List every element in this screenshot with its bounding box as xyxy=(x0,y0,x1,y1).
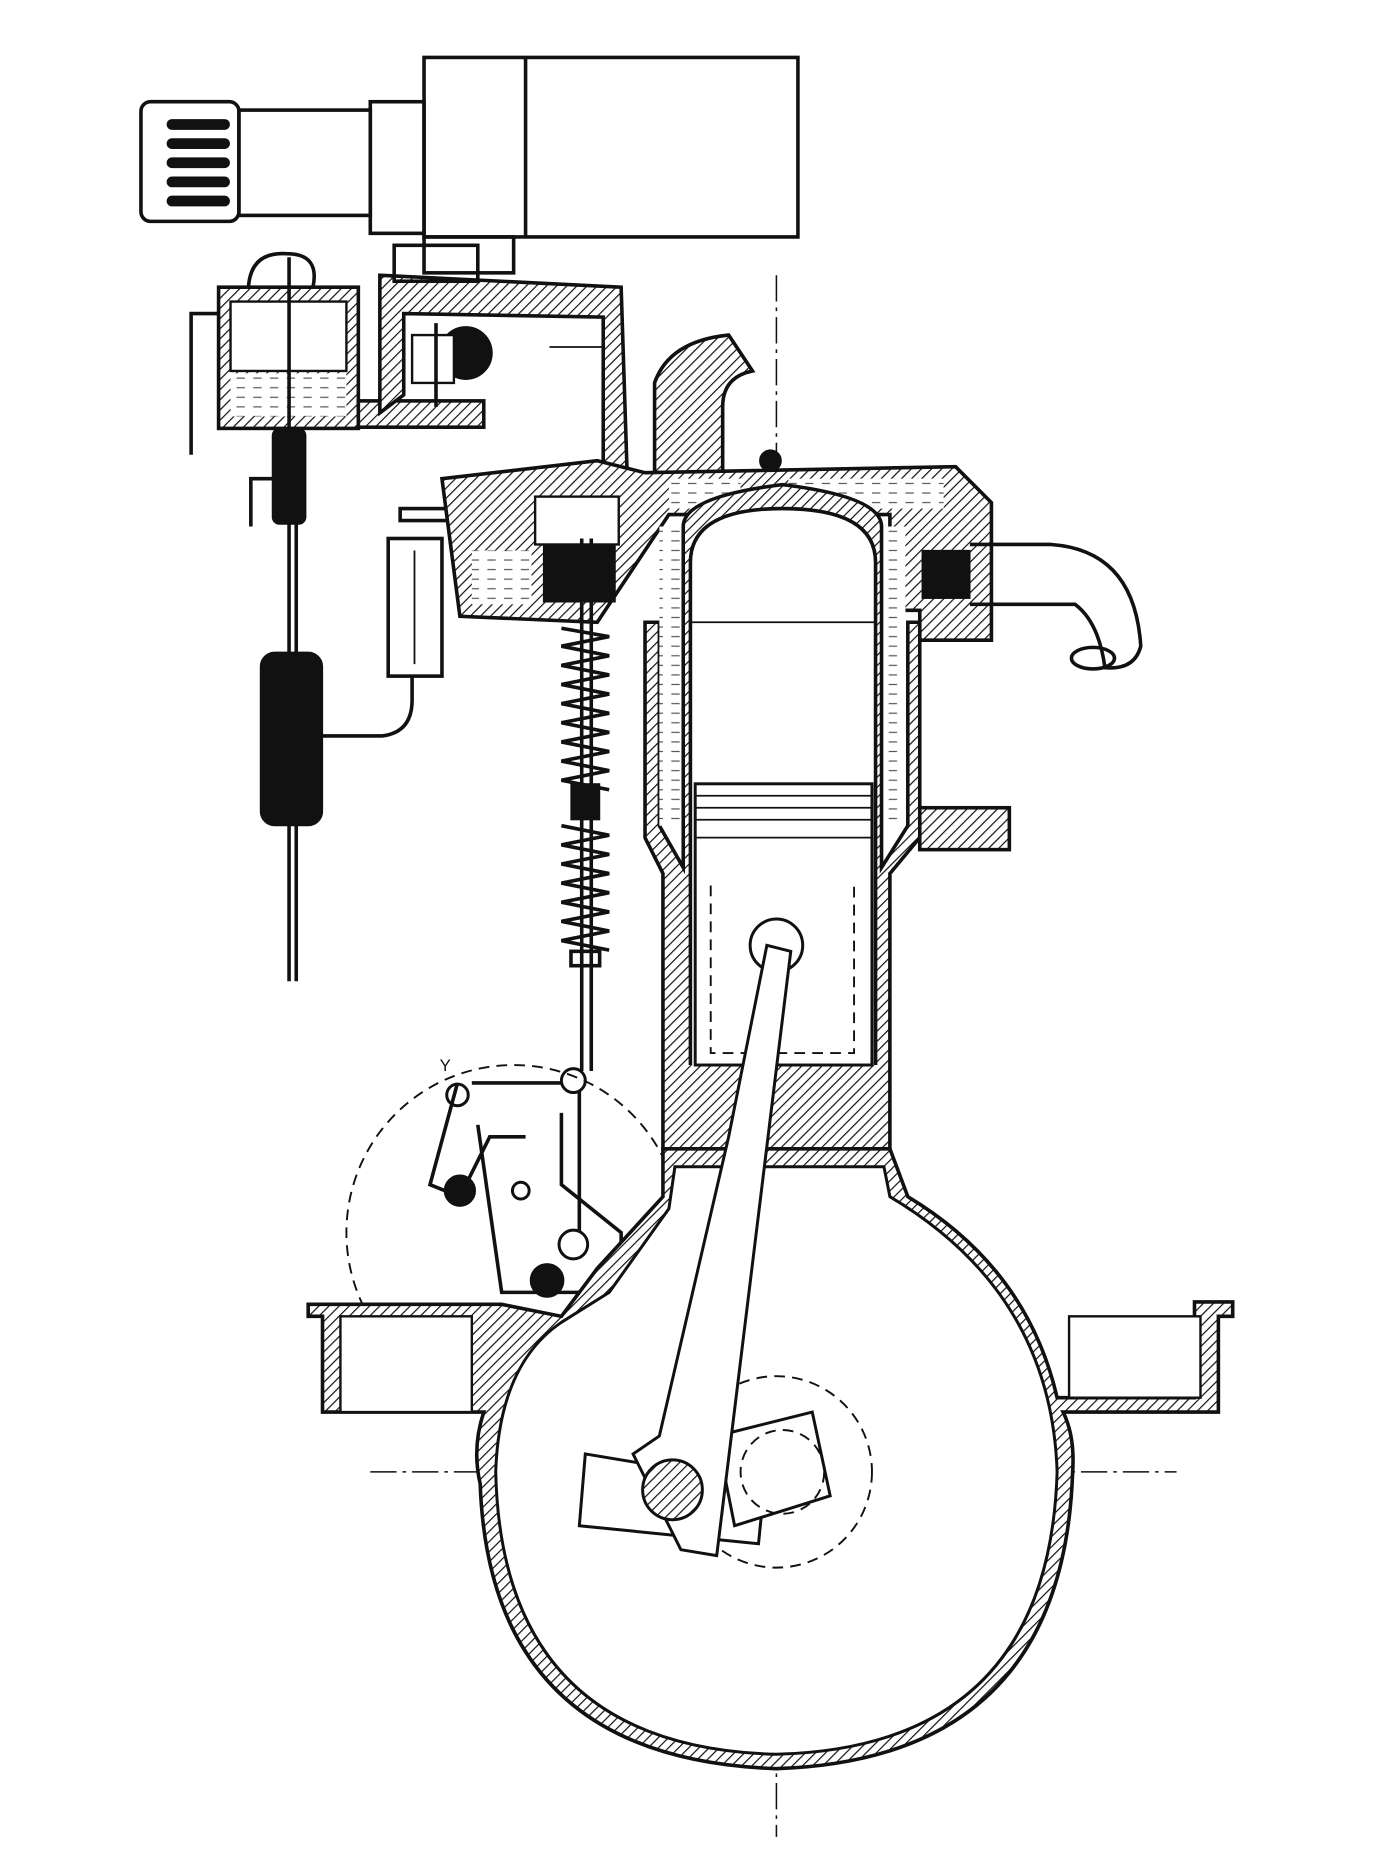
fuel-filter xyxy=(259,651,324,827)
valve-gear xyxy=(561,538,610,1233)
water-outlet-pipe xyxy=(917,542,1143,852)
crankshaft xyxy=(577,943,873,1569)
head-bolt xyxy=(759,449,782,473)
intake-grille-icon xyxy=(166,119,230,207)
valve-spring-upper xyxy=(561,626,610,792)
valve-spring-lower xyxy=(561,823,610,952)
crank-pin xyxy=(641,1458,704,1522)
carburettor xyxy=(378,243,629,475)
float-chamber xyxy=(189,251,486,455)
crank-circle xyxy=(679,1375,873,1569)
fuel-line xyxy=(249,427,414,982)
camshaft xyxy=(529,1263,565,1298)
piston xyxy=(693,782,874,1067)
air-intake-silencer xyxy=(139,55,800,275)
exhaust-elbow-top xyxy=(652,333,756,475)
label-y: Y xyxy=(440,1056,451,1075)
